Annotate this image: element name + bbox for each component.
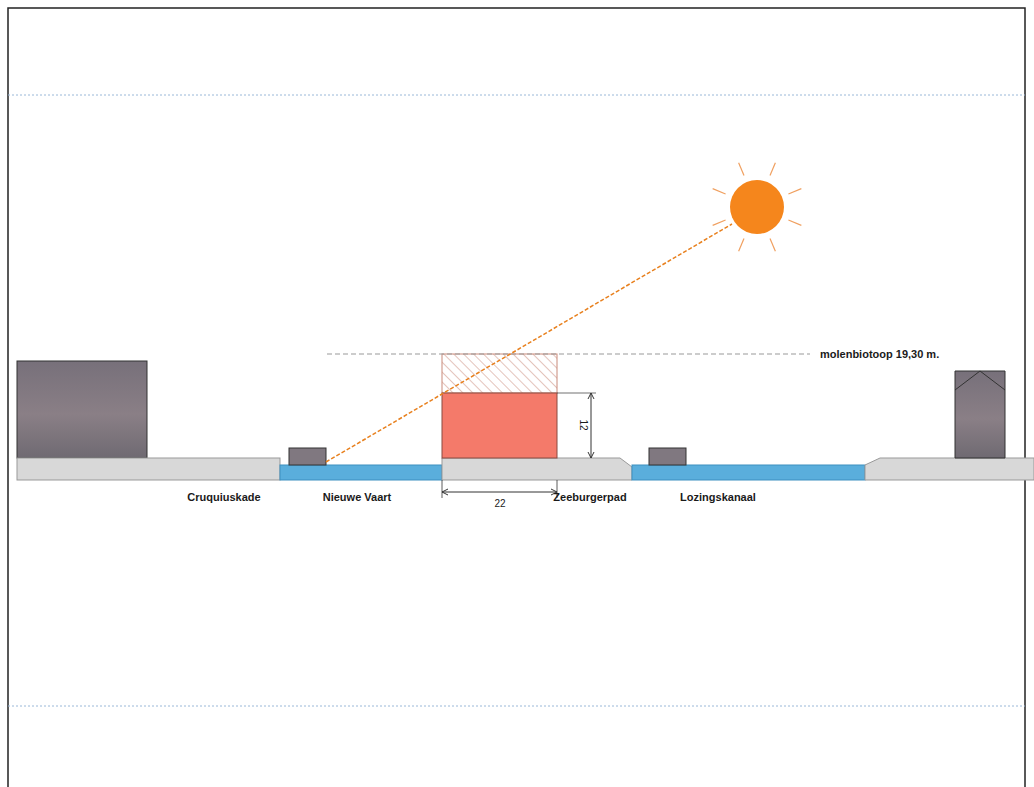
sun-ray-stroke <box>739 238 744 251</box>
houseboat <box>289 448 326 465</box>
quay <box>865 458 1034 480</box>
proposed-building <box>442 393 557 458</box>
frame <box>8 8 1025 787</box>
sun-ray-stroke <box>770 163 775 176</box>
water <box>280 465 442 480</box>
place-label: Zeeburgerpad <box>553 492 626 503</box>
dimension-arrows <box>442 489 557 495</box>
building <box>955 371 1005 458</box>
guide-line <box>8 706 1025 707</box>
quay <box>442 458 632 480</box>
dimension-label: 12 <box>578 419 588 430</box>
extension-line <box>557 393 596 394</box>
guide-line <box>8 95 1025 96</box>
houseboat <box>649 448 686 465</box>
sun-ray-stroke <box>770 238 775 251</box>
height-line <box>327 354 810 355</box>
sun-ray-stroke <box>788 220 801 225</box>
sun-ray <box>326 224 732 462</box>
height-label: molenbiotoop 19,30 m. <box>820 349 939 360</box>
dimension-line <box>591 393 592 458</box>
dimension-arrows <box>588 393 594 458</box>
sun-rays <box>713 163 802 252</box>
dimension-line <box>442 492 557 493</box>
place-label: Nieuwe Vaart <box>323 492 391 503</box>
water <box>632 465 865 480</box>
place-label: Cruquiuskade <box>187 492 260 503</box>
dimension-label: 22 <box>494 499 505 509</box>
sun-ray-stroke <box>713 220 726 225</box>
sun-ray-stroke <box>739 163 744 176</box>
sun-ray-stroke <box>713 189 726 194</box>
roof <box>955 371 1005 390</box>
quay <box>17 458 280 480</box>
extension-line <box>442 480 443 498</box>
place-label: Lozingskanaal <box>680 492 756 503</box>
sun <box>730 180 784 234</box>
building <box>17 361 147 458</box>
sun-ray-stroke <box>788 189 801 194</box>
